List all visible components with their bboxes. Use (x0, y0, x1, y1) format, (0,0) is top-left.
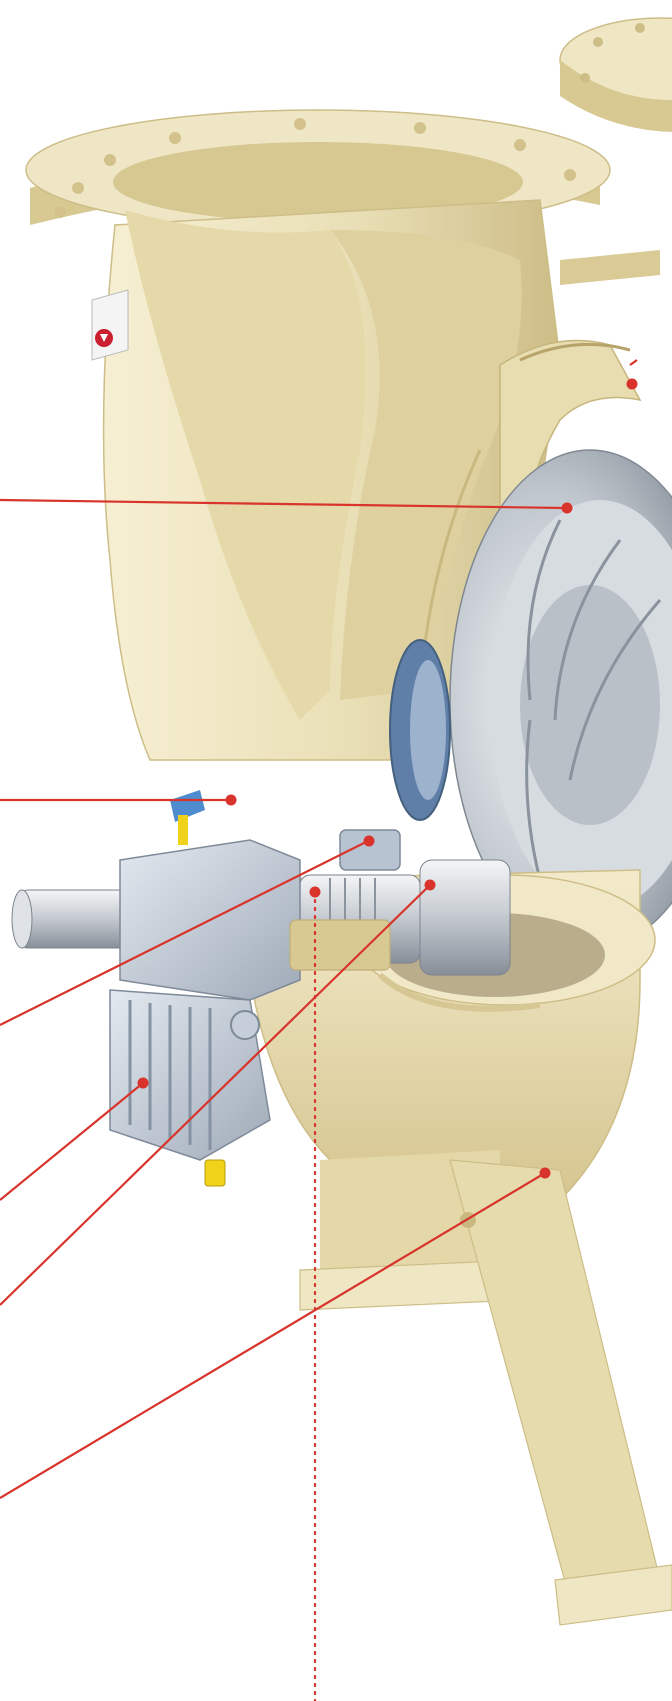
leader-dots (137, 378, 638, 1179)
leader-dot-pump-shaft (424, 879, 436, 891)
leader-discharge-volute (629, 359, 638, 366)
leader-dot-lubrication-port (225, 794, 237, 806)
leader-seal-chamber (0, 839, 371, 1026)
leader-dot-suction-casing (539, 1167, 551, 1179)
leader-dot-bearing-frame (137, 1077, 149, 1089)
leader-impeller-wear-ring (0, 498, 566, 510)
wear-ring (389, 639, 451, 821)
leader-bearing-frame (0, 1082, 144, 1201)
discharge-flange (559, 17, 672, 285)
leader-suction-casing (0, 1172, 546, 1499)
pump-casing (102, 199, 642, 761)
leader-dot-discharge-volute (626, 378, 638, 390)
logo-badge-icon (91, 289, 129, 361)
impeller (449, 449, 672, 951)
leader-dot-shaft-sleeve (309, 886, 321, 898)
leader-dot-impeller-wear-ring (561, 502, 573, 514)
leader-dot-seal-chamber (363, 835, 375, 847)
leader-lines (0, 359, 638, 1701)
bearing-frame (109, 790, 301, 1187)
pump-foot (299, 1150, 672, 1626)
leader-pump-shaft (0, 884, 431, 1306)
